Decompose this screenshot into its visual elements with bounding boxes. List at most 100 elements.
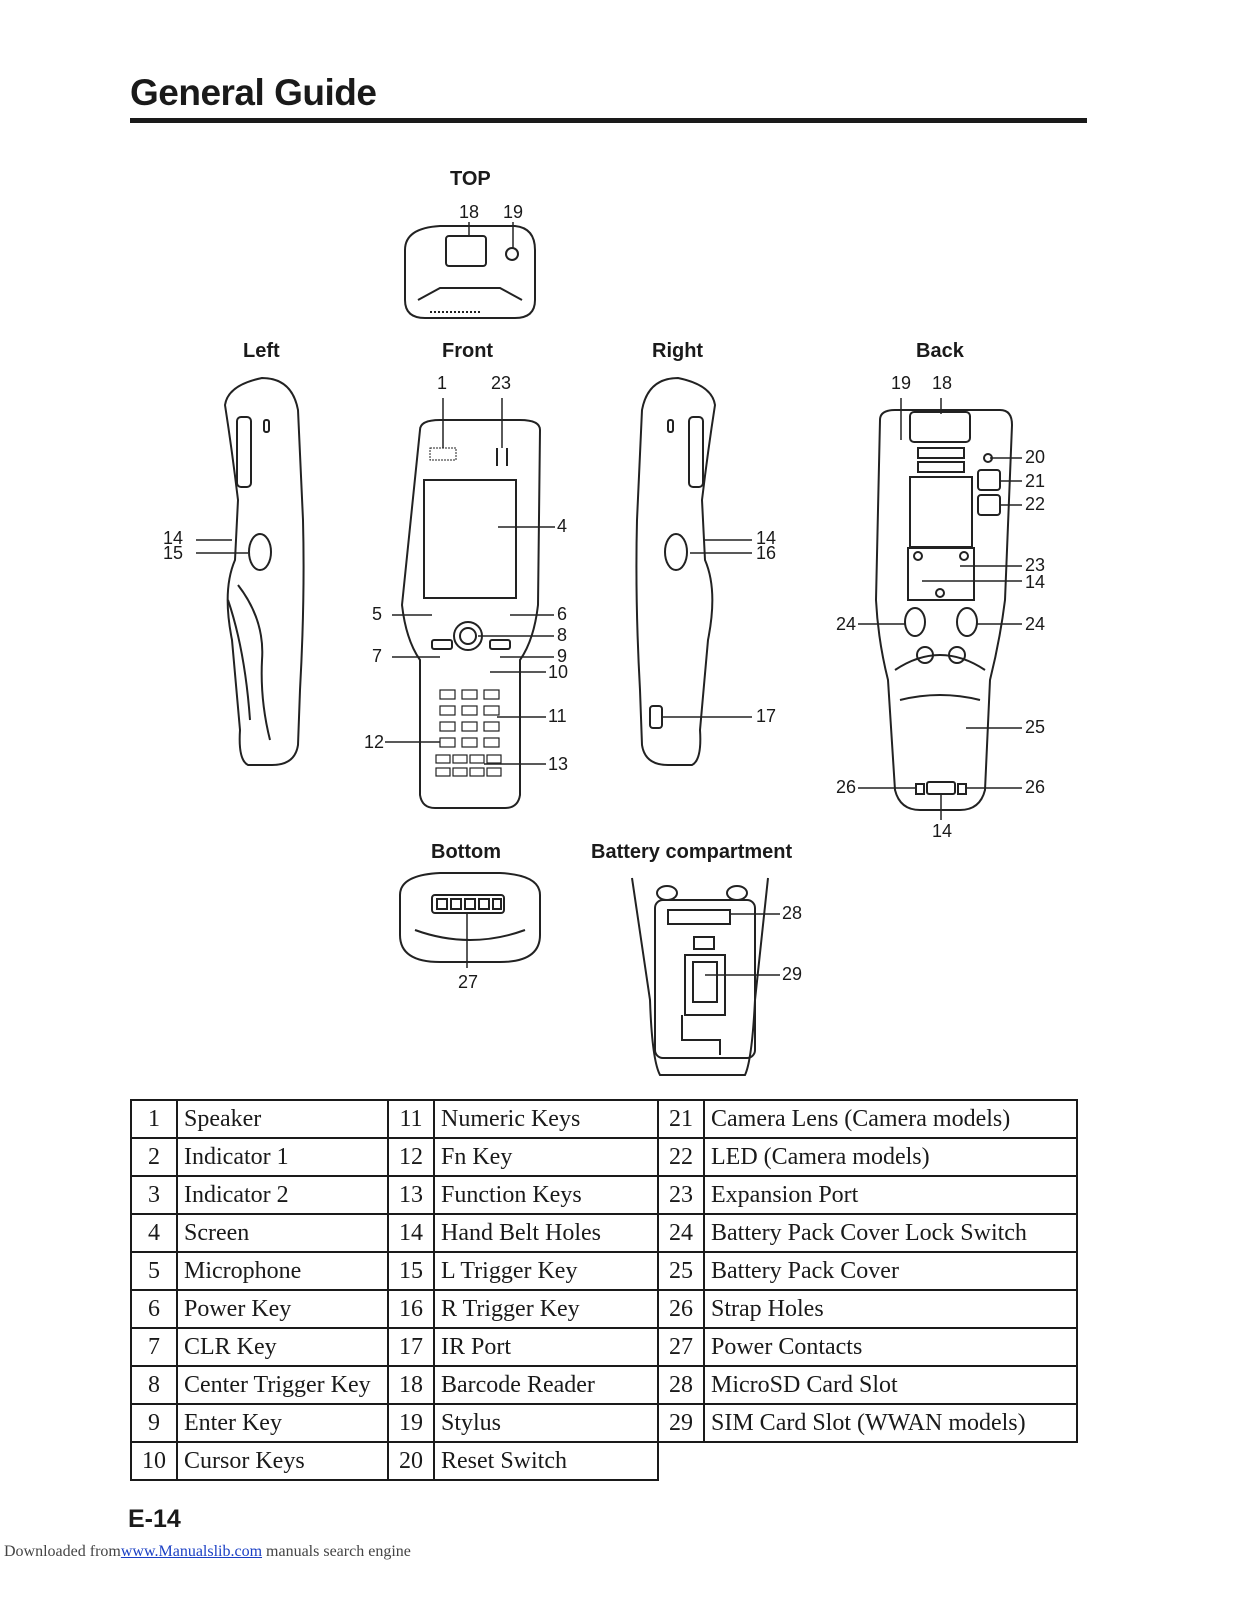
part-number: 18	[387, 1365, 435, 1405]
part-name: SIM Card Slot (WWAN models)	[703, 1403, 1078, 1443]
callout-back-14-bottom: 14	[932, 821, 953, 841]
part-number: 29	[657, 1403, 705, 1443]
part-name: Hand Belt Holes	[433, 1213, 659, 1253]
part-number	[658, 1442, 704, 1480]
footer-suffix: manuals search engine	[262, 1543, 411, 1560]
view-label-bottom: Bottom	[431, 841, 501, 863]
part-number: 8	[130, 1365, 178, 1405]
battery-compartment-drawing	[631, 877, 780, 1076]
part-number: 20	[387, 1441, 435, 1481]
part-number: 14	[387, 1213, 435, 1253]
callout-front-6: 6	[557, 604, 568, 624]
callout-back-19: 19	[891, 373, 912, 393]
part-name: Indicator 2	[176, 1175, 389, 1215]
left-view-drawing	[196, 376, 305, 766]
part-number: 24	[657, 1213, 705, 1253]
part-number: 7	[130, 1327, 178, 1367]
callout-front-13: 13	[548, 754, 569, 774]
callout-top-19: 19	[503, 202, 524, 222]
part-number: 12	[387, 1137, 435, 1177]
callout-back-26-right: 26	[1025, 777, 1046, 797]
callout-back-23: 23	[1025, 555, 1046, 575]
part-number: 28	[657, 1365, 705, 1405]
footer-prefix: Downloaded from	[4, 1543, 121, 1560]
part-number: 13	[387, 1175, 435, 1215]
callout-back-20: 20	[1025, 447, 1046, 467]
part-number: 6	[130, 1289, 178, 1329]
part-number: 22	[657, 1137, 705, 1177]
callout-right-16: 16	[756, 543, 777, 563]
part-name: Reset Switch	[433, 1441, 659, 1481]
part-number: 15	[387, 1251, 435, 1291]
part-name: Microphone	[176, 1251, 389, 1291]
view-label-top: TOP	[450, 168, 491, 190]
front-view-drawing	[385, 398, 555, 809]
callout-front-1: 1	[437, 373, 448, 393]
callout-top-18: 18	[459, 202, 480, 222]
part-number: 27	[657, 1327, 705, 1367]
part-name: Camera Lens (Camera models)	[703, 1099, 1078, 1139]
part-number: 11	[387, 1099, 435, 1139]
part-name: Enter Key	[176, 1403, 389, 1443]
part-number: 23	[657, 1175, 705, 1215]
top-view-drawing	[404, 222, 536, 319]
part-number: 25	[657, 1251, 705, 1291]
callout-left-15: 15	[163, 543, 184, 563]
view-label-battery: Battery compartment	[591, 841, 793, 863]
callout-back-25: 25	[1025, 717, 1046, 737]
part-number: 17	[387, 1327, 435, 1367]
callout-back-24-left: 24	[836, 614, 857, 634]
callout-back-14: 14	[1025, 572, 1046, 592]
right-view-drawing	[635, 376, 752, 766]
part-name: Fn Key	[433, 1137, 659, 1177]
part-name	[704, 1442, 1077, 1480]
callout-front-23: 23	[491, 373, 512, 393]
part-name: L Trigger Key	[433, 1251, 659, 1291]
callout-front-4: 4	[557, 516, 568, 536]
part-name: Battery Pack Cover Lock Switch	[703, 1213, 1078, 1253]
part-name: Barcode Reader	[433, 1365, 659, 1405]
view-label-front: Front	[442, 340, 494, 362]
callout-battery-28: 28	[782, 903, 803, 923]
part-name: Center Trigger Key	[176, 1365, 389, 1405]
device-illustration	[196, 222, 1022, 1076]
part-name: R Trigger Key	[433, 1289, 659, 1329]
part-name: Function Keys	[433, 1175, 659, 1215]
part-name: Power Key	[176, 1289, 389, 1329]
callout-battery-29: 29	[782, 964, 803, 984]
part-name: Cursor Keys	[176, 1441, 389, 1481]
callout-right-14: 14	[756, 528, 777, 548]
part-number: 16	[387, 1289, 435, 1329]
part-number: 9	[130, 1403, 178, 1443]
part-name: Speaker	[176, 1099, 389, 1139]
callout-back-24-right: 24	[1025, 614, 1046, 634]
part-name: LED (Camera models)	[703, 1137, 1078, 1177]
callout-back-26-left: 26	[836, 777, 857, 797]
footer-link[interactable]: www.Manualslib.com	[120, 1543, 263, 1560]
part-number: 1	[130, 1099, 178, 1139]
part-name: CLR Key	[176, 1327, 389, 1367]
callout-back-22: 22	[1025, 494, 1046, 514]
footer: Downloaded fromwww.Manualslib.com manual…	[4, 1543, 411, 1561]
view-label-right: Right	[652, 340, 704, 362]
part-name: IR Port	[433, 1327, 659, 1367]
part-name: MicroSD Card Slot	[703, 1365, 1078, 1405]
back-view-drawing	[858, 398, 1022, 820]
bottom-view-drawing	[399, 872, 541, 968]
callout-back-18: 18	[932, 373, 953, 393]
part-name: Screen	[176, 1213, 389, 1253]
callout-front-12: 12	[364, 732, 385, 752]
part-name: Expansion Port	[703, 1175, 1078, 1215]
callout-front-9: 9	[557, 646, 568, 666]
